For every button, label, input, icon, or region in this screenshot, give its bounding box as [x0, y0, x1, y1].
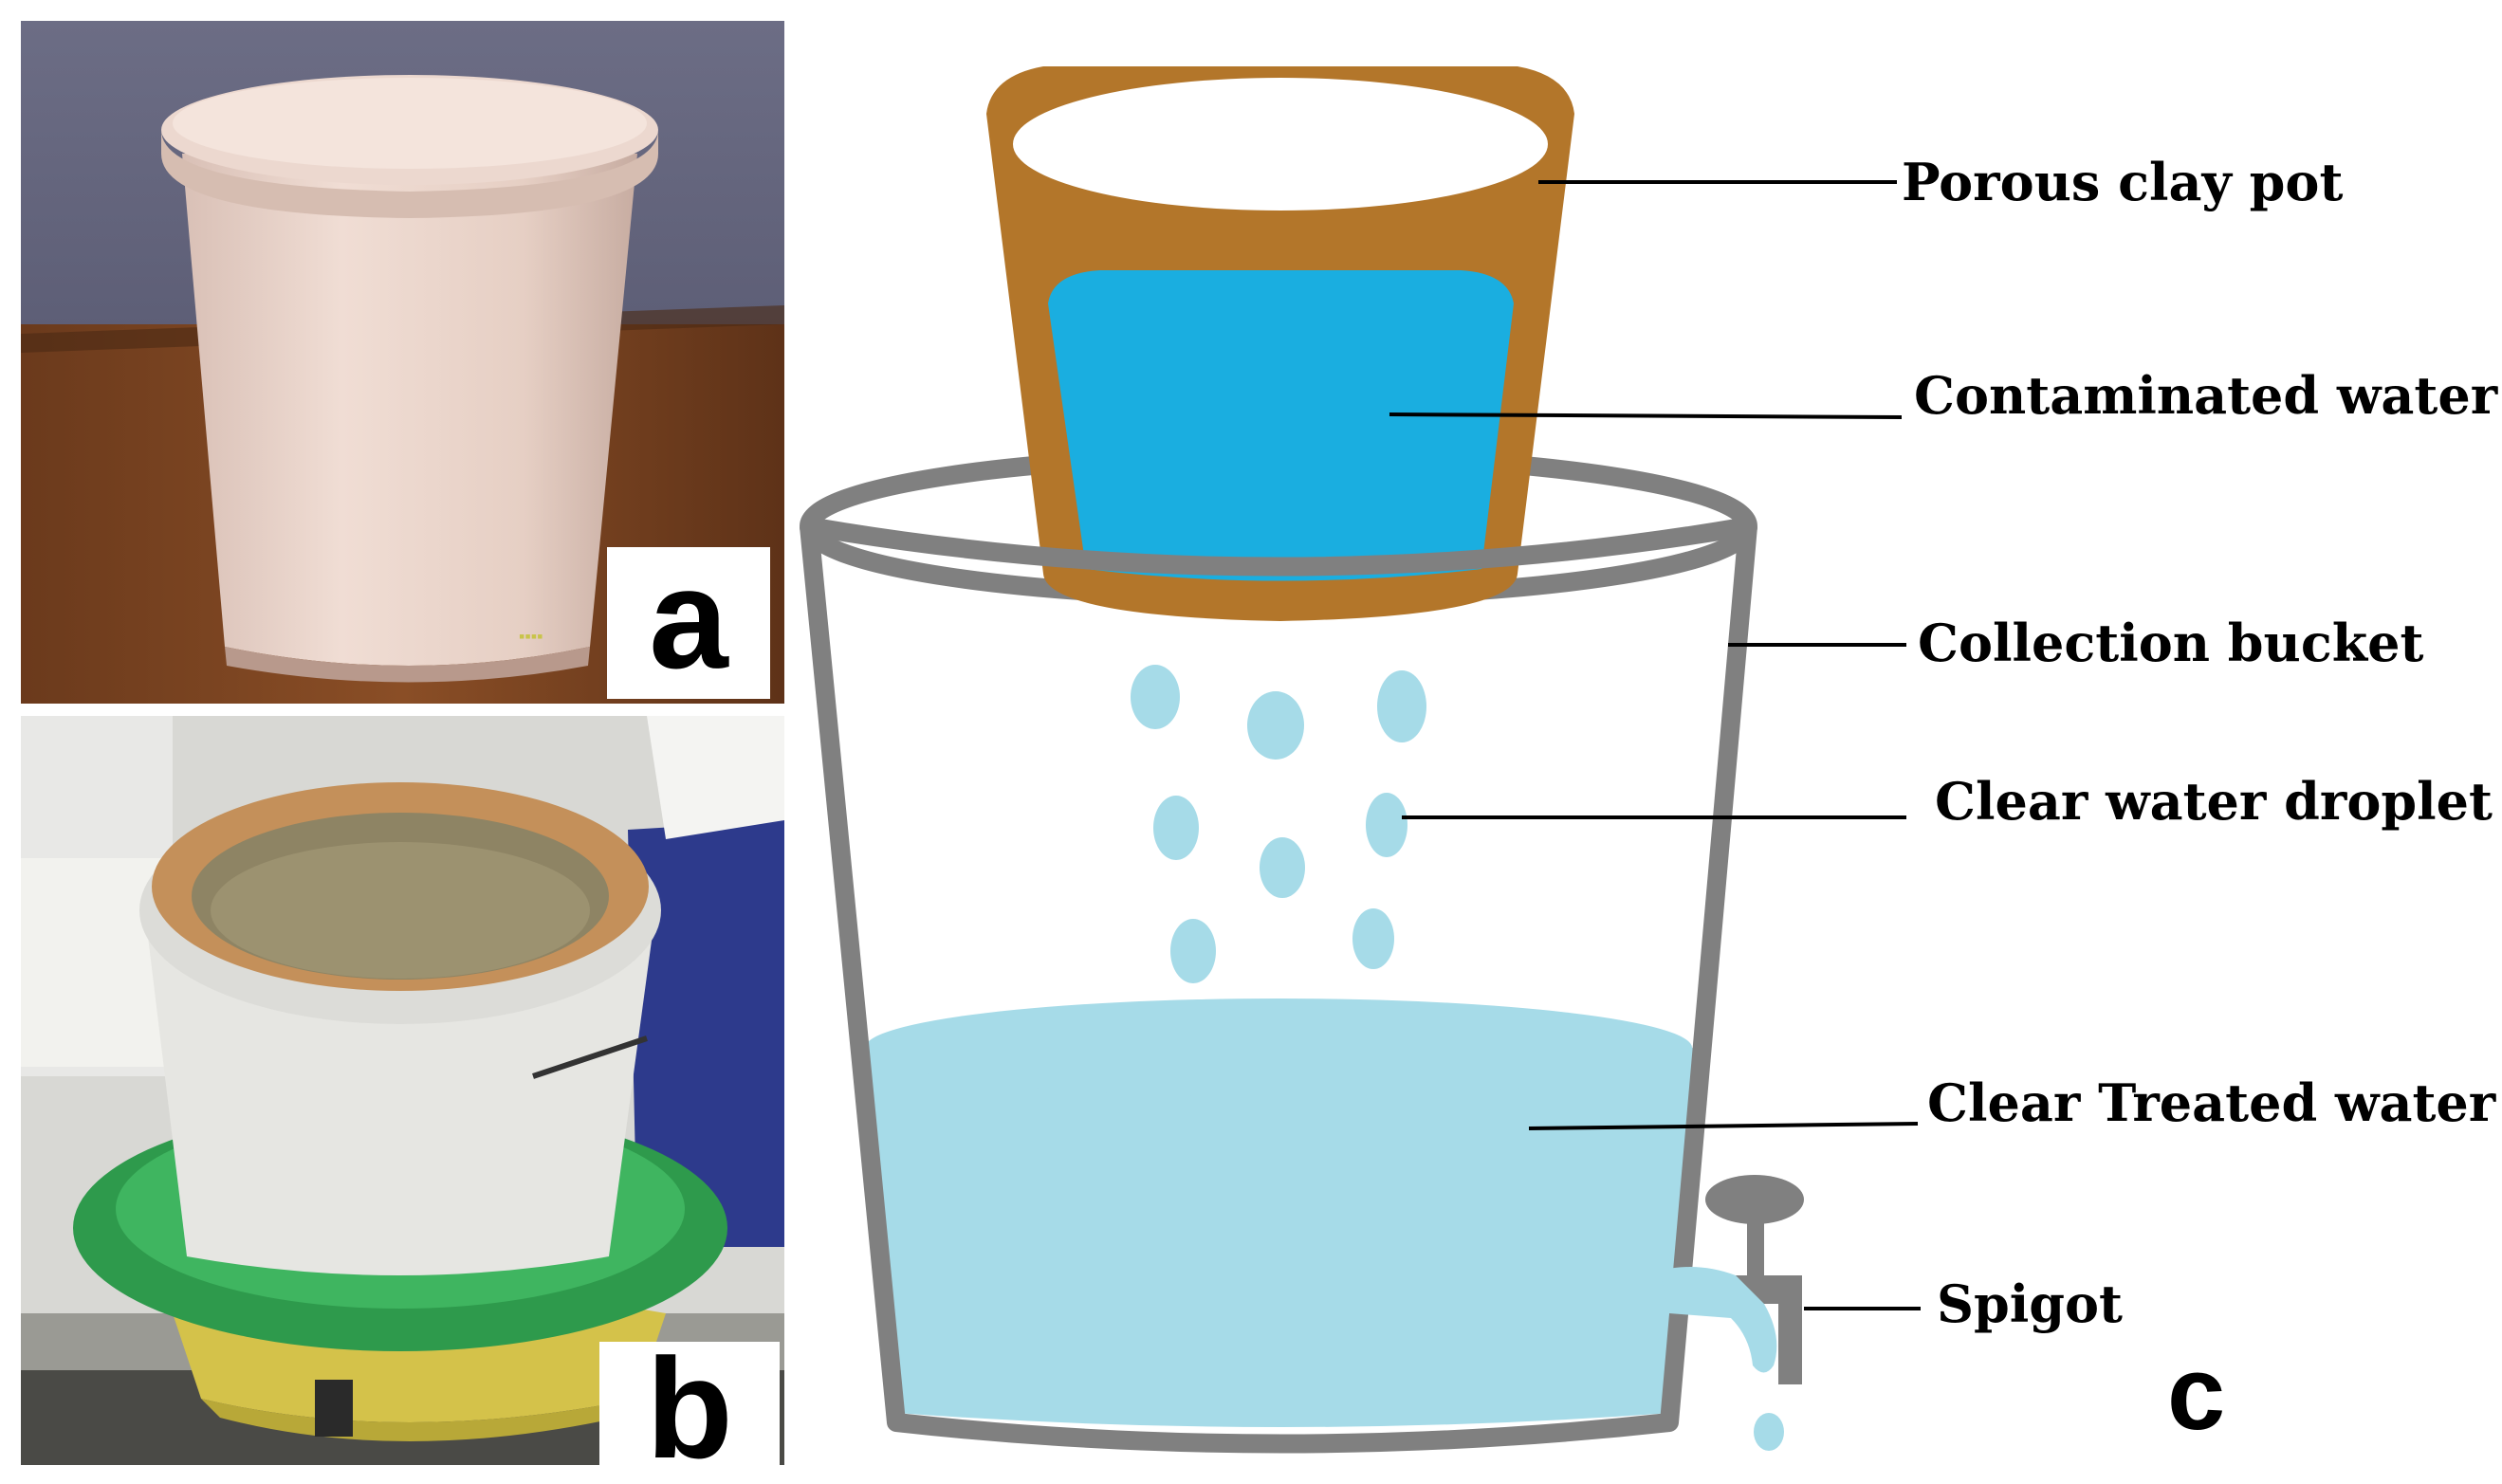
water-droplet [1260, 837, 1305, 898]
water-droplet [1131, 665, 1180, 729]
label-contaminated-water: Contaminated water [1914, 365, 2498, 426]
photo-panel-b: b [21, 716, 784, 1465]
label-porous-clay-pot: Porous clay pot [1902, 152, 2344, 212]
label-spigot: Spigot [1937, 1273, 2123, 1334]
water-droplet [1170, 919, 1216, 983]
panel-letter-b: b [599, 1337, 780, 1465]
spigot [1660, 1175, 1804, 1451]
label-clear-water-droplet: Clear water droplet [1935, 771, 2493, 832]
water-droplet [1153, 796, 1199, 860]
water-droplet [1377, 670, 1426, 742]
panel-letter-c: c [2167, 1335, 2226, 1452]
label-clear-treated-water: Clear Treated water [1927, 1072, 2496, 1133]
label-collection-bucket: Collection bucket [1918, 613, 2424, 673]
water-droplet [1352, 908, 1394, 969]
bucket-front-rim [807, 517, 1750, 577]
leader-lines [1389, 180, 1921, 1310]
water-droplet [1366, 793, 1407, 857]
photo-date-stamp: ▪▪▪▪ [519, 627, 543, 646]
clay-pot-photo: ▪▪▪▪ [21, 21, 784, 704]
falling-droplet [1754, 1413, 1784, 1451]
treated-water [865, 998, 1693, 1427]
panel-letter-a: a [607, 547, 770, 699]
clear-water-droplets [1131, 665, 1426, 983]
water-droplet [1247, 691, 1304, 760]
contaminated-water [1048, 270, 1514, 581]
porous-clay-pot [986, 66, 1574, 621]
photo-panel-a: ▪▪▪▪ a [21, 21, 784, 704]
